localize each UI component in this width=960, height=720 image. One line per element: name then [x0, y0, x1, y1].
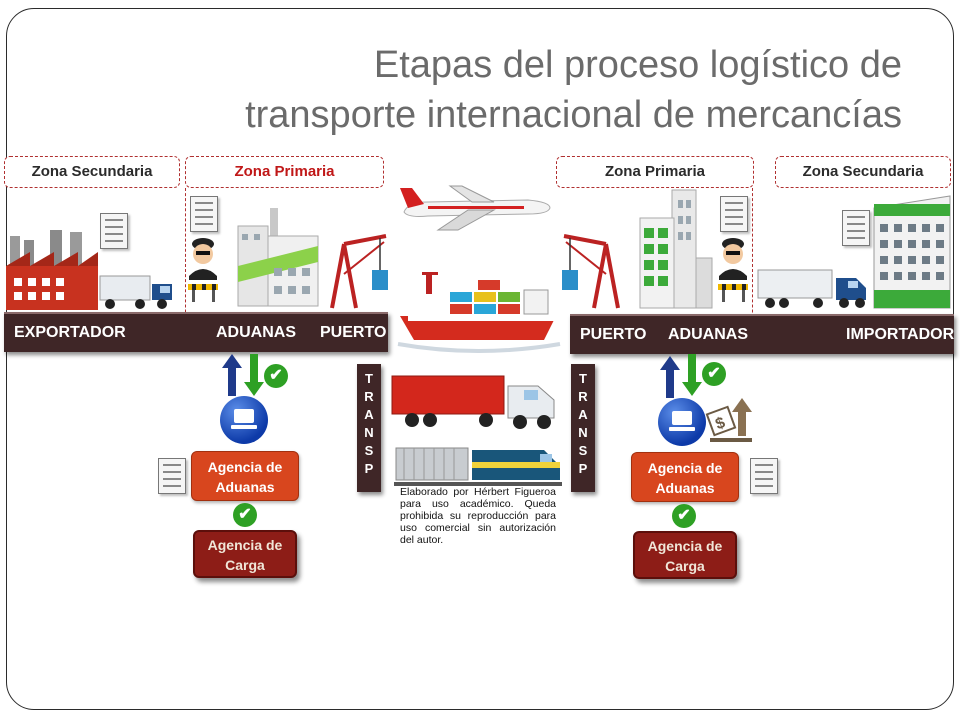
title-line-1: Etapas del proceso logístico de: [373, 44, 902, 86]
label-aduanas-right: ADUANAS: [668, 326, 748, 343]
zone-left-primary: Zona Primaria: [185, 156, 384, 188]
agencia-aduanas-label: Aduanas: [215, 479, 275, 495]
agencia-carga-label: Agencia de: [207, 537, 283, 553]
agencia-carga-right[interactable]: Agencia de Carga: [633, 531, 737, 579]
zone-left-secondary: Zona Secundaria: [4, 156, 180, 188]
money-up-icon: $: [705, 398, 752, 442]
transp-letter: N: [364, 425, 374, 440]
checkmark-icon: ✔: [264, 364, 288, 388]
up-arrow-icon: [222, 354, 242, 396]
down-arrow-icon: [682, 354, 702, 396]
factory-icon: [6, 230, 98, 310]
customs-officer-icon: [188, 238, 218, 302]
transp-letter: N: [578, 425, 588, 440]
transp-letter: S: [364, 443, 374, 458]
transp-letter: R: [364, 389, 374, 404]
customs-building-icon: [237, 208, 319, 307]
transp-letter: P: [578, 461, 588, 476]
computer-icon: [220, 396, 268, 444]
label-aduanas-left: ADUANAS: [216, 324, 296, 341]
transp-letter: T: [579, 371, 587, 386]
document-icon: [100, 213, 128, 249]
computer-icon: [658, 398, 706, 446]
agencia-carga-label: Agencia de: [647, 538, 723, 554]
label-importador: IMPORTADOR: [846, 326, 955, 343]
label-puerto-right: PUERTO: [580, 326, 647, 343]
customs-officer-icon: [718, 238, 748, 302]
document-icon: [190, 196, 218, 232]
down-arrow-icon: [244, 354, 264, 396]
cargo-ship-icon: [397, 272, 561, 353]
title-line-2: transporte internacional de mercancías: [245, 94, 902, 136]
office-building-icon: [639, 189, 713, 309]
truck-icon: [99, 275, 172, 309]
agencia-carga-left[interactable]: Agencia de Carga: [193, 530, 297, 578]
checkmark-icon: ✔: [233, 503, 257, 527]
up-arrow-icon: [660, 356, 680, 398]
agencia-aduanas-label: Agencia de: [647, 460, 723, 476]
page-title: Etapas del proceso logístico de transpor…: [182, 40, 902, 140]
bar-left: EXPORTADOR ADUANAS PUERTO: [4, 312, 388, 352]
office-building-icon: [873, 195, 951, 309]
train-icon: [394, 447, 562, 486]
label-exportador: EXPORTADOR: [14, 324, 126, 341]
document-icon: [842, 210, 870, 246]
checkmark-icon: ✔: [672, 504, 696, 528]
zone-right-primary: Zona Primaria: [556, 156, 754, 188]
transp-letter: T: [365, 371, 373, 386]
trailer-truck-icon: [391, 375, 555, 429]
document-icon: [158, 458, 186, 494]
credit-note: Elaborado por Hérbert Figueroa para uso …: [400, 486, 556, 546]
port-crane-icon: [562, 234, 620, 309]
document-icon: [720, 196, 748, 232]
transp-letter: P: [364, 461, 374, 476]
agencia-aduanas-label: Aduanas: [655, 480, 715, 496]
checkmark-icon: ✔: [702, 362, 726, 386]
transp-letter: A: [364, 407, 374, 422]
agencia-aduanas-label: Agencia de: [207, 459, 283, 475]
label-puerto-left: PUERTO: [320, 324, 387, 341]
airplane-icon: [400, 185, 551, 231]
transp-letter: R: [578, 389, 588, 404]
agencia-aduanas-right[interactable]: Agencia de Aduanas: [631, 452, 739, 502]
transp-banner-right: T R A N S P: [571, 364, 595, 492]
agencia-carga-label: Carga: [225, 557, 265, 573]
truck-icon: [757, 269, 866, 308]
transp-letter: S: [578, 443, 588, 458]
transp-letter: A: [578, 407, 588, 422]
slide-frame: [6, 8, 954, 710]
transp-banner-left: T R A N S P: [357, 364, 381, 492]
bar-right: PUERTO ADUANAS IMPORTADOR: [570, 314, 954, 354]
port-crane-icon: [330, 234, 388, 309]
document-icon: [750, 458, 778, 494]
zone-right-secondary: Zona Secundaria: [775, 156, 951, 188]
zone-divider-left: [185, 188, 186, 348]
agencia-aduanas-left[interactable]: Agencia de Aduanas: [191, 451, 299, 501]
zone-divider-right: [752, 188, 753, 348]
agencia-carga-label: Carga: [665, 558, 705, 574]
